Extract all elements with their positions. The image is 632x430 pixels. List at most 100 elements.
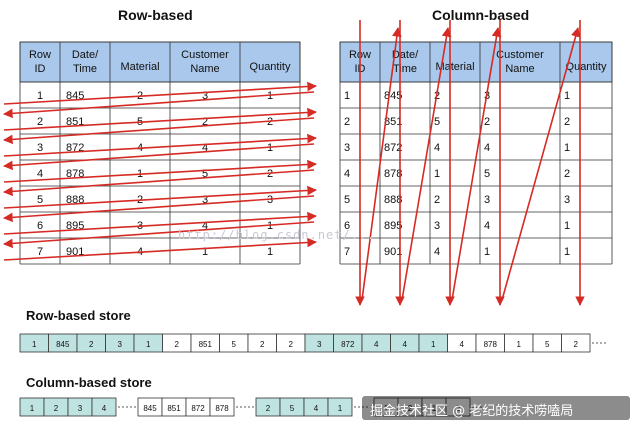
col-store-text-1-2: 872 <box>191 404 205 413</box>
row-store-text-8: 2 <box>260 340 265 349</box>
col-table-cell-1-4: 2 <box>564 116 570 128</box>
row-return-arrow-0 <box>3 91 315 119</box>
row-return-arrow-4 <box>3 195 315 223</box>
col-store-text-0-0: 1 <box>30 404 35 413</box>
col-table-header-2-line-0: Material <box>435 61 474 73</box>
col-table-cell-6-4: 1 <box>564 246 570 258</box>
col-store-cell-2-3 <box>327 397 353 417</box>
col-store-text-0-3: 4 <box>102 404 107 413</box>
row-based-title: Row-based <box>118 7 193 23</box>
col-table-cell-6-1: 901 <box>384 246 402 258</box>
col-table-cell-6-3: 1 <box>484 246 490 258</box>
row-store-text-12: 4 <box>374 340 379 349</box>
col-table-cell-3-0: 4 <box>344 168 350 180</box>
col-table-cell-5-1: 895 <box>384 220 402 232</box>
row-table-cell-6-3: 1 <box>202 246 208 258</box>
row-table-cell-4-4: 3 <box>267 194 273 206</box>
column-based-title: Column-based <box>432 7 530 23</box>
col-store-text-0-2: 3 <box>78 404 83 413</box>
row-store-text-17: 1 <box>517 340 522 349</box>
watermark-backdrop <box>362 396 630 420</box>
col-diagonal-arrow-2 <box>451 27 502 301</box>
row-store-text-6: 851 <box>199 340 213 349</box>
col-store-text-2-2: 4 <box>314 404 319 413</box>
row-table-cell-0-3: 3 <box>202 90 208 102</box>
row-table-cell-3-4: 2 <box>267 168 273 180</box>
col-store-text-3-1: 2 <box>408 404 413 413</box>
row-arrow-2 <box>3 133 317 157</box>
row-table-header-1-line-1: Time <box>73 63 97 75</box>
row-table-header-0-line-1: ID <box>35 63 46 75</box>
column-store-label: Column-based store <box>26 375 152 390</box>
col-table-cell-3-4: 2 <box>564 168 570 180</box>
row-store-text-14: 1 <box>431 340 436 349</box>
col-table-cell-2-2: 4 <box>434 142 440 154</box>
row-table-cell-6-4: 1 <box>267 246 273 258</box>
row-store-text-19: 2 <box>574 340 579 349</box>
col-store-cell-1-3 <box>209 397 235 417</box>
col-store-text-2-0: 2 <box>266 404 271 413</box>
row-table-header-3-line-1: Name <box>190 63 219 75</box>
row-table-cell-5-3: 4 <box>202 220 208 232</box>
col-table-header-3-line-1: Name <box>505 63 534 75</box>
row-table-cell-0-4: 1 <box>267 90 273 102</box>
col-table-cell-0-0: 1 <box>344 90 350 102</box>
col-diagonal-arrow-3 <box>501 27 581 301</box>
col-table-cell-2-1: 872 <box>384 142 402 154</box>
row-store-text-11: 872 <box>341 340 355 349</box>
row-table-cell-5-0: 6 <box>37 220 43 232</box>
col-diagonal-arrow-1 <box>401 27 452 301</box>
row-store-text-5: 2 <box>175 340 180 349</box>
row-store-text-9: 2 <box>289 340 294 349</box>
col-store-text-3-2: 1 <box>432 404 437 413</box>
faint-url-watermark: http://blog.csdn.net/... <box>178 228 376 242</box>
row-table-header-4-line-0: Quantity <box>250 61 291 73</box>
row-table-header-0-line-0: Row <box>29 49 51 61</box>
col-table-cell-2-0: 3 <box>344 142 350 154</box>
row-store-text-2: 2 <box>89 340 94 349</box>
row-store-text-0: 1 <box>32 340 37 349</box>
row-store-text-1: 845 <box>56 340 70 349</box>
col-diagonal-arrow-0 <box>361 27 402 301</box>
col-table-cell-6-0: 7 <box>344 246 350 258</box>
col-store-cell-0-3 <box>91 397 117 417</box>
row-return-arrow-1 <box>3 117 315 145</box>
row-table-cell-3-3: 5 <box>202 168 208 180</box>
row-arrow-5 <box>3 211 317 235</box>
col-table-cell-3-1: 878 <box>384 168 402 180</box>
row-table-cell-5-4: 1 <box>267 220 273 232</box>
col-table-cell-4-4: 3 <box>564 194 570 206</box>
col-table-header-3-line-0: Customer <box>496 49 544 61</box>
row-table-cell-4-0: 5 <box>37 194 43 206</box>
row-store-text-13: 4 <box>403 340 408 349</box>
col-table-cell-4-1: 888 <box>384 194 402 206</box>
row-return-arrow-5 <box>3 221 315 249</box>
col-table-cell-6-2: 4 <box>434 246 440 258</box>
col-store-text-1-3: 878 <box>215 404 229 413</box>
row-arrow-6 <box>3 237 317 261</box>
row-table-cell-1-4: 2 <box>267 116 273 128</box>
col-store-text-2-3: 1 <box>338 404 343 413</box>
row-return-arrow-2 <box>3 143 315 171</box>
row-table-header-2-line-0: Material <box>120 61 159 73</box>
row-store-label: Row-based store <box>26 308 131 323</box>
row-store-text-18: 5 <box>545 340 550 349</box>
row-store-text-7: 5 <box>232 340 237 349</box>
col-table-cell-4-0: 5 <box>344 194 350 206</box>
row-arrow-0 <box>3 81 317 105</box>
col-table-cell-5-2: 3 <box>434 220 440 232</box>
row-table-cell-3-0: 4 <box>37 168 43 180</box>
col-store-text-2-1: 5 <box>290 404 295 413</box>
col-store-text-1-1: 851 <box>167 404 181 413</box>
row-table-header-3-line-0: Customer <box>181 49 229 61</box>
row-store-cell-19 <box>561 333 591 353</box>
row-table-cell-2-0: 3 <box>37 142 43 154</box>
row-arrow-3 <box>3 159 317 183</box>
row-table-cell-1-0: 2 <box>37 116 43 128</box>
row-arrow-1 <box>3 107 317 131</box>
col-table-cell-1-0: 2 <box>344 116 350 128</box>
row-store-text-3: 3 <box>118 340 123 349</box>
col-table-cell-2-4: 1 <box>564 142 570 154</box>
col-table-cell-5-3: 4 <box>484 220 490 232</box>
